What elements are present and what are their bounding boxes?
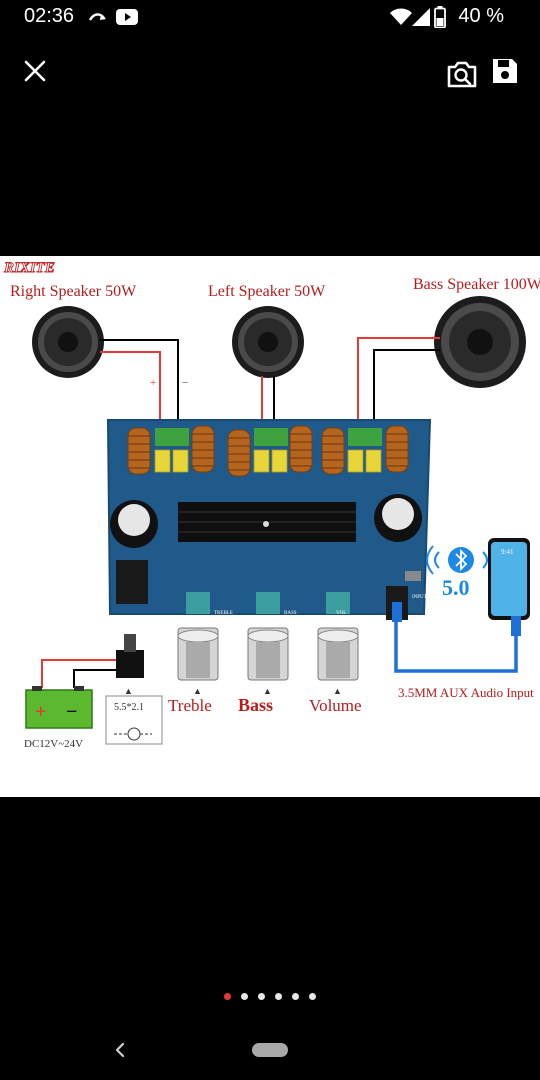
missed-call-icon <box>88 13 106 21</box>
right-speaker-label: Right Speaker 50W <box>10 283 137 300</box>
pcb-input-label: INPUT <box>412 595 427 600</box>
watermark-text: RIXITE <box>3 260 55 276</box>
bass-speaker-label: Bass Speaker 100W <box>413 276 540 293</box>
bluetooth-icon <box>426 545 496 575</box>
pcb-treble-label: TREBLE <box>214 611 233 616</box>
pager-dot[interactable] <box>309 993 316 1001</box>
phone-icon <box>488 538 530 620</box>
bass-label: Bass <box>238 695 273 715</box>
power-supply <box>25 686 93 729</box>
treble-arrow: ▲ <box>193 686 202 696</box>
battery-minus-label: − <box>66 701 77 723</box>
right-speaker <box>32 306 104 378</box>
save-icon[interactable] <box>490 56 520 86</box>
battery-percent: 40 % <box>458 5 504 27</box>
volume-knob <box>317 627 359 681</box>
treble-label: Treble <box>168 696 212 715</box>
treble-knob <box>177 627 219 681</box>
volume-label: Volume <box>309 696 362 715</box>
left-speaker <box>232 306 304 378</box>
plus-sign: + <box>150 377 156 389</box>
voltage-label: DC12V~24V <box>24 738 83 750</box>
product-image: RIXITE Right Speaker 50W Left Speaker 50… <box>0 256 540 797</box>
minus-sign: − <box>182 377 188 389</box>
bass-arrow: ▲ <box>263 686 272 696</box>
pager-dot[interactable] <box>258 993 265 1001</box>
volume-arrow: ▲ <box>333 686 342 696</box>
youtube-icon <box>116 9 138 25</box>
left-speaker-label: Left Speaker 50W <box>208 283 326 300</box>
pager-dot[interactable] <box>292 993 299 1001</box>
pcb-board: POWER TREBLE BASS VOL INPUT <box>106 419 432 621</box>
bass-knob <box>247 627 289 681</box>
phone-time: 9:41 <box>501 548 514 556</box>
bass-speaker <box>434 296 526 388</box>
power-arrow: ▲ <box>124 686 133 696</box>
wifi-icon <box>390 8 412 25</box>
navigation-bar <box>0 1030 540 1070</box>
status-time: 02:36 <box>24 5 75 27</box>
viewer-toolbar <box>0 40 540 100</box>
bluetooth-version: 5.0 <box>442 575 470 600</box>
pcb-bass-label: BASS <box>284 611 297 616</box>
status-bar: 02:36 40 % <box>0 0 540 34</box>
pager-dot[interactable] <box>241 993 248 1001</box>
image-pager <box>0 988 540 1002</box>
aux-input-label: 3.5MM AUX Audio Input <box>398 685 534 700</box>
battery-icon <box>434 6 446 28</box>
back-icon[interactable] <box>110 1038 130 1062</box>
pcb-vol-label: VOL <box>336 611 346 616</box>
signal-icon <box>412 8 430 26</box>
close-icon[interactable] <box>22 58 48 84</box>
pcb-power-label: POWER <box>150 616 168 621</box>
battery-plus-label: + <box>35 701 46 723</box>
camera-search-icon[interactable] <box>445 58 479 90</box>
pager-dot[interactable] <box>224 993 231 1001</box>
home-pill[interactable] <box>252 1043 288 1057</box>
jack-size-label: 5.5*2.1 <box>114 702 144 713</box>
jack-size-box <box>105 695 163 745</box>
pager-dot[interactable] <box>275 993 282 1001</box>
